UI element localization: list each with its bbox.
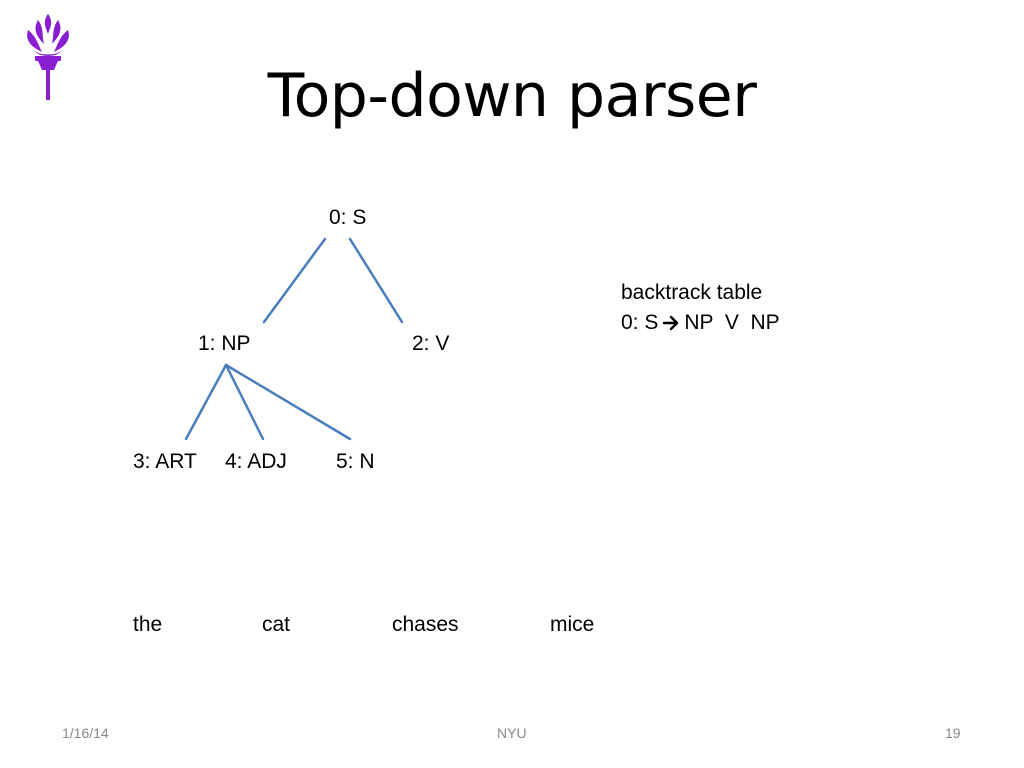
edge-np-n: [224, 363, 352, 441]
page-title: Top-down parser: [267, 61, 757, 131]
tree-node-art: 3: ART: [133, 450, 197, 473]
edge-np-art: [184, 363, 228, 441]
backtrack-entry-rhs: NP V NP: [684, 311, 780, 334]
edge-s-v: [348, 237, 404, 324]
slide-number: 19: [945, 725, 961, 741]
footer-center: NYU: [497, 725, 527, 741]
edge-s-np: [262, 237, 327, 324]
word-token: mice: [550, 613, 595, 636]
tree-node-np: 1: NP: [198, 332, 251, 355]
word-token: the: [133, 613, 163, 636]
tree-node-s: 0: S: [329, 206, 367, 229]
right-arrow-icon: [663, 315, 679, 331]
backtrack-entry-lhs: 0: S: [621, 311, 659, 334]
edge-np-adj: [224, 363, 265, 441]
tree-node-adj: 4: ADJ: [225, 450, 287, 473]
nyu-torch-icon: [27, 14, 69, 100]
backtrack-table-heading: backtrack table: [621, 281, 763, 304]
tree-node-v: 2: V: [412, 332, 450, 355]
backtrack-table-entry: 0: S NP V NP: [621, 310, 780, 336]
word-token: chases: [392, 613, 459, 636]
tree-node-n: 5: N: [336, 450, 375, 473]
word-token: cat: [262, 613, 291, 636]
footer-date: 1/16/14: [62, 725, 109, 741]
